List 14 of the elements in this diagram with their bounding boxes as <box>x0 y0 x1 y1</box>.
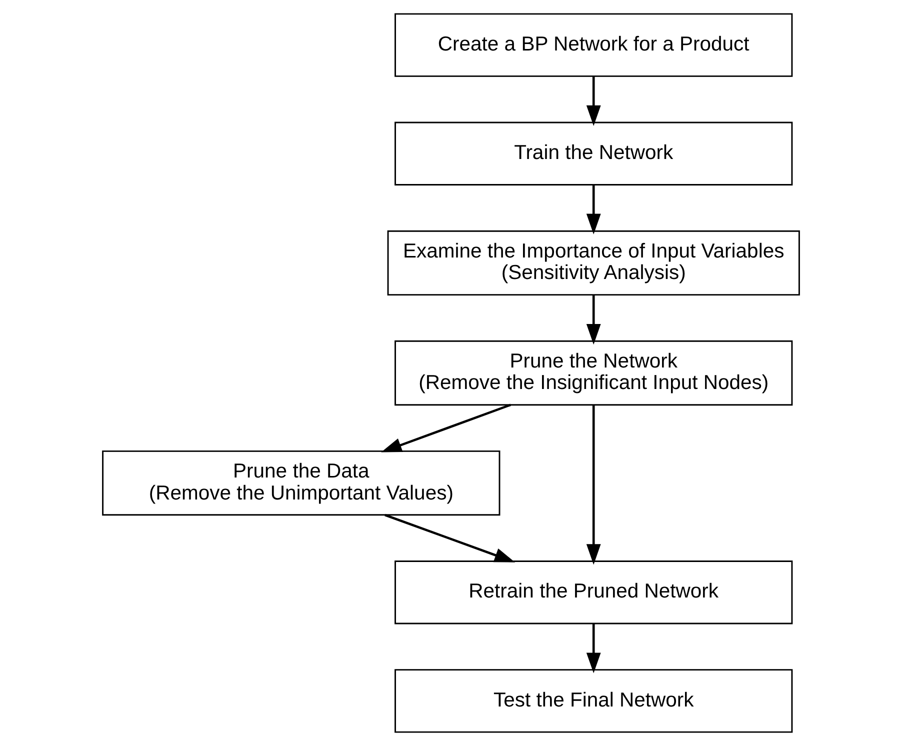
node-box: Create a BP Network for a Product <box>394 13 792 77</box>
arrow <box>586 294 600 345</box>
arrow <box>586 624 600 674</box>
node-box: Retrain the Pruned Network <box>394 560 792 624</box>
arrow <box>586 76 600 126</box>
node-box: Test the Final Network <box>394 669 792 733</box>
node-box: Train the Network <box>394 122 792 186</box>
arrow <box>586 405 600 565</box>
arrow <box>384 514 515 562</box>
node-box: Prune the Network (Remove the Insignificant Input Nodes) <box>394 340 792 406</box>
node-box: Examine the Importance of Input Variables (Sensitivity Analysis) <box>386 230 800 296</box>
node-box: Prune the Data (Remove the Unimportant Values) <box>102 450 500 516</box>
arrow <box>586 185 600 234</box>
arrow <box>380 404 510 452</box>
